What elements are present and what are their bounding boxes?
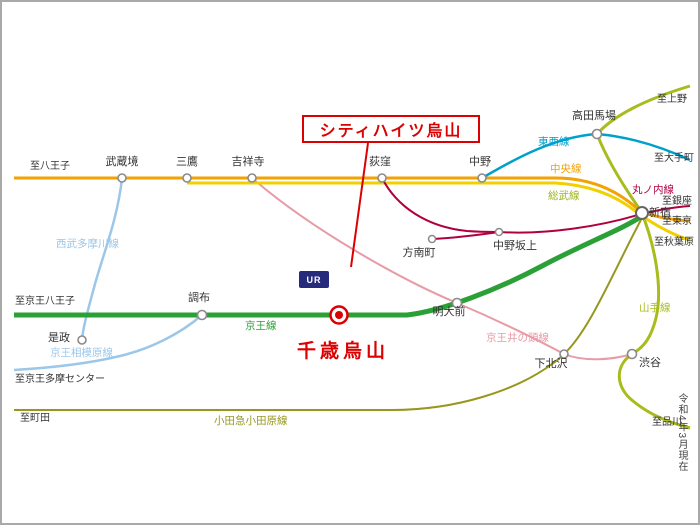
keio-sagamihara-line <box>13 314 203 372</box>
seibu-tamagawa-line <box>80 177 124 341</box>
inokashira-line <box>251 177 633 361</box>
station-label-nakano: 中野 <box>469 156 491 168</box>
station-label-chofu: 調布 <box>188 292 210 304</box>
station-label-takadanobaba: 高田馬場 <box>572 110 616 122</box>
edge-label-otemachi: 至大手町 <box>654 153 694 164</box>
edge-label-ueno: 至上野 <box>657 94 687 105</box>
station-marker-koremasa <box>77 335 87 345</box>
callout-box: シティハイツ烏山 <box>302 115 480 143</box>
line-label-yamanote: 山手線 <box>639 302 671 314</box>
station-marker-nakanosakaue <box>494 227 504 237</box>
station-marker-shimokitazawa <box>559 349 569 359</box>
line-label-seibu-tamagawa: 西武多摩川線 <box>56 238 119 250</box>
edge-label-shinagawa: 至品川 <box>652 417 682 428</box>
station-label-nakanosakaue: 中野坂上 <box>493 240 537 252</box>
odakyu-odawara-line <box>14 215 644 411</box>
ur-logo: UR <box>299 271 329 288</box>
callout-label: シティハイツ烏山 <box>319 123 463 140</box>
station-marker-ogikubo <box>377 173 387 183</box>
line-label-marunouchi: 丸ノ内線 <box>632 184 674 196</box>
station-marker-kichijoji <box>247 173 257 183</box>
line-label-odakyu: 小田急小田原線 <box>214 415 288 427</box>
station-marker-mitaka <box>182 173 192 183</box>
edge-label-machida: 至町田 <box>20 413 50 424</box>
edge-label-tokyo: 至東京 <box>662 216 692 227</box>
line-label-sobu: 総武線 <box>548 190 580 202</box>
line-label-tozai: 東西線 <box>538 136 570 148</box>
station-label-meidaimae: 明大前 <box>432 306 466 318</box>
line-label-inokashira: 京王井の頭線 <box>486 332 549 344</box>
edge-label-akihabara: 至秋葉原 <box>654 237 694 248</box>
highlight-station-marker-inner <box>335 311 343 319</box>
line-label-chuo: 中央線 <box>550 163 582 175</box>
marunouchi-branch-line <box>431 231 500 240</box>
line-label-keio: 京王線 <box>245 320 277 332</box>
station-label-kichijoji: 吉祥寺 <box>231 156 265 168</box>
station-marker-shibuya <box>626 348 638 360</box>
yamanote-line <box>595 84 691 430</box>
station-label-shimokitazawa: 下北沢 <box>534 358 568 370</box>
station-marker-meidaimae <box>451 297 463 309</box>
station-label-shinjuku: 新宿 <box>649 207 671 219</box>
keio-line <box>14 212 645 318</box>
line-label-keio-sagamihara: 京王相模原線 <box>50 347 113 359</box>
edge-label-ginza: 至銀座 <box>662 196 692 207</box>
station-marker-shinjuku <box>635 206 649 220</box>
station-label-honancho: 方南町 <box>402 247 436 259</box>
station-marker-musashisakai <box>117 173 127 183</box>
station-label-musashisakai: 武蔵境 <box>105 156 139 168</box>
edge-label-keio-tama-center: 至京王多摩センター <box>15 374 105 385</box>
station-marker-nakano <box>477 173 487 183</box>
highlight-station-label: 千歳烏山 <box>296 341 390 362</box>
station-label-koremasa: 是政 <box>48 332 70 344</box>
station-label-ogikubo: 荻窪 <box>369 156 391 168</box>
station-marker-honancho <box>427 234 437 244</box>
callout-pointer-line <box>350 142 369 268</box>
station-marker-takadanobaba <box>591 128 603 140</box>
edge-label-hachioji: 至八王子 <box>30 161 70 172</box>
station-label-shibuya: 渋谷 <box>639 357 661 369</box>
date-note: 令和4年3月現在 <box>676 393 687 473</box>
ur-logo-text: UR <box>306 274 322 285</box>
station-marker-chofu <box>196 309 208 321</box>
edge-label-keio-hachioji: 至京王八王子 <box>15 296 75 307</box>
station-label-mitaka: 三鷹 <box>176 156 198 168</box>
